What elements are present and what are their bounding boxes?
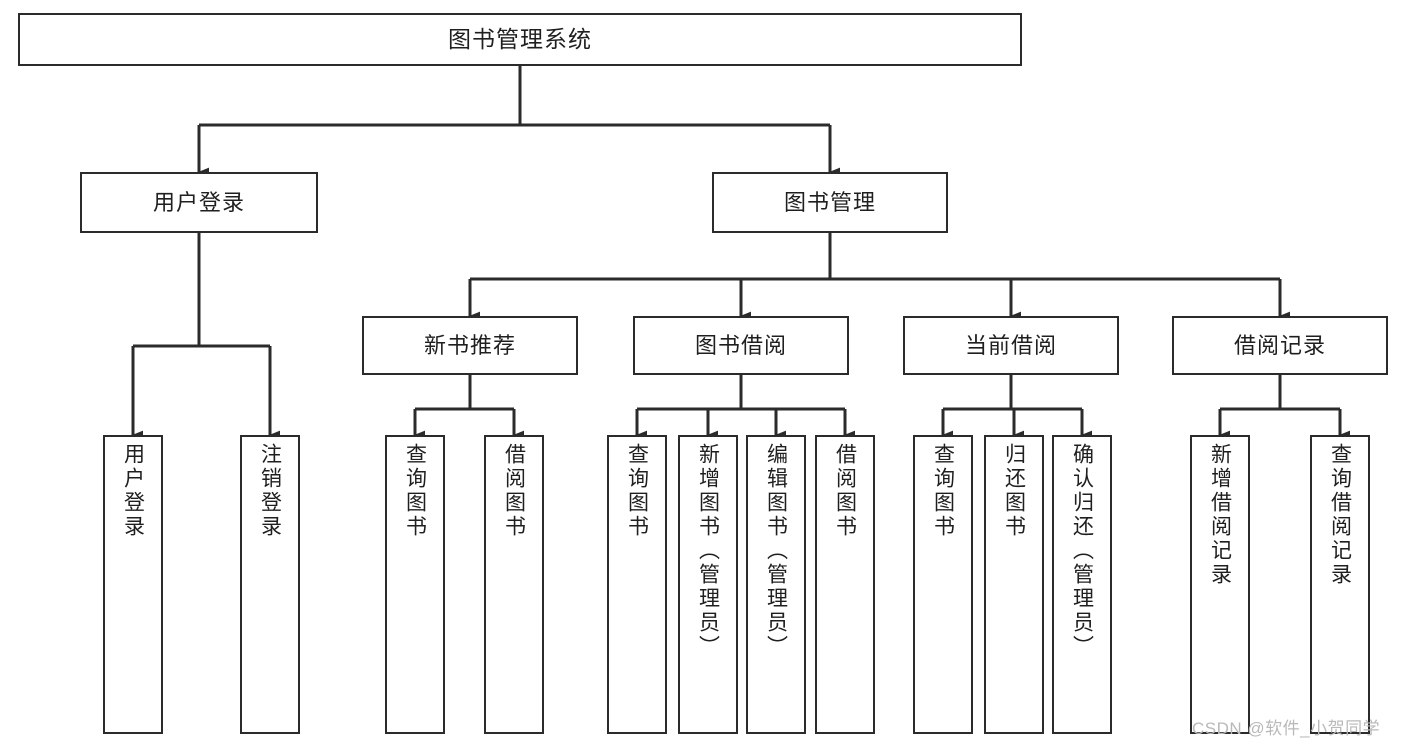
node-leaf-confirm-return-admin[interactable]: 确认归还（管理员） bbox=[1052, 435, 1112, 734]
node-root-book-management-system[interactable]: 图书管理系统 bbox=[18, 13, 1022, 66]
node-label: 借阅图书 bbox=[833, 443, 857, 539]
node-book-borrowing[interactable]: 图书借阅 bbox=[633, 316, 849, 375]
node-leaf-query-book-2[interactable]: 查询图书 bbox=[607, 435, 667, 734]
node-label: 图书管理 bbox=[783, 189, 876, 215]
node-label: 新书推荐 bbox=[423, 332, 516, 358]
node-label: 查询图书 bbox=[931, 443, 955, 539]
node-label: 注销登录 bbox=[258, 443, 282, 539]
node-label: 新增图书（管理员） bbox=[696, 443, 720, 659]
node-leaf-query-book-1[interactable]: 查询图书 bbox=[385, 435, 445, 734]
node-label: 查询图书 bbox=[625, 443, 649, 539]
node-leaf-query-book-3[interactable]: 查询图书 bbox=[913, 435, 973, 734]
node-leaf-user-login[interactable]: 用户登录 bbox=[103, 435, 163, 734]
node-label: 用户登录 bbox=[121, 443, 145, 539]
node-label: 编辑图书（管理员） bbox=[764, 443, 788, 659]
node-label: 查询借阅记录 bbox=[1328, 443, 1352, 587]
node-leaf-borrow-book-2[interactable]: 借阅图书 bbox=[815, 435, 875, 734]
node-leaf-query-borrow-record[interactable]: 查询借阅记录 bbox=[1310, 435, 1370, 734]
node-label: 确认归还（管理员） bbox=[1070, 443, 1094, 659]
node-label: 借阅记录 bbox=[1233, 332, 1326, 358]
node-borrowing-record[interactable]: 借阅记录 bbox=[1172, 316, 1388, 375]
node-label: 新增借阅记录 bbox=[1208, 443, 1232, 587]
csdn-watermark: CSDN @软件_小贺同学 bbox=[1192, 719, 1381, 738]
node-leaf-add-book-admin[interactable]: 新增图书（管理员） bbox=[678, 435, 738, 734]
node-label: 归还图书 bbox=[1002, 443, 1026, 539]
node-label: 图书借阅 bbox=[694, 332, 787, 358]
node-label: 借阅图书 bbox=[502, 443, 526, 539]
node-leaf-logout[interactable]: 注销登录 bbox=[240, 435, 300, 734]
node-leaf-borrow-book-1[interactable]: 借阅图书 bbox=[484, 435, 544, 734]
node-label: 用户登录 bbox=[152, 189, 245, 215]
node-current-borrowing[interactable]: 当前借阅 bbox=[903, 316, 1119, 375]
node-label: 图书管理系统 bbox=[448, 25, 592, 52]
node-new-book-recommendation[interactable]: 新书推荐 bbox=[362, 316, 578, 375]
node-label: 当前借阅 bbox=[964, 332, 1057, 358]
node-leaf-return-book[interactable]: 归还图书 bbox=[984, 435, 1044, 734]
node-label: 查询图书 bbox=[403, 443, 427, 539]
node-user-login[interactable]: 用户登录 bbox=[80, 172, 318, 233]
node-leaf-edit-book-admin[interactable]: 编辑图书（管理员） bbox=[746, 435, 806, 734]
node-book-management[interactable]: 图书管理 bbox=[712, 172, 948, 233]
node-leaf-add-borrow-record[interactable]: 新增借阅记录 bbox=[1190, 435, 1250, 734]
